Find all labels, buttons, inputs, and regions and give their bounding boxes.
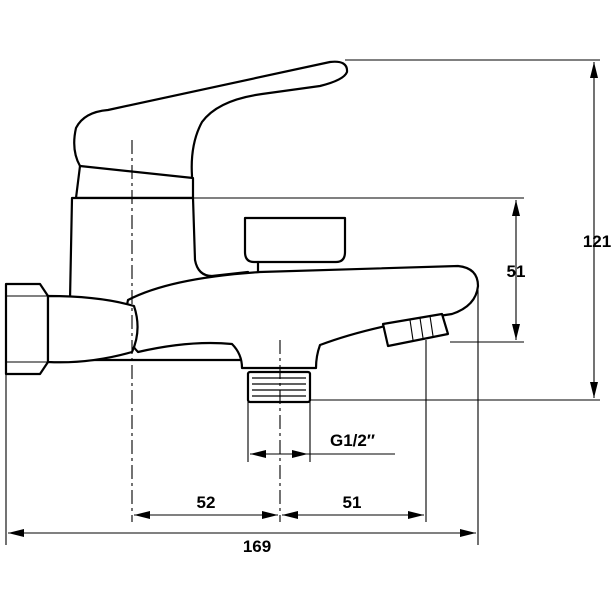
dim-thread-label: G1/2″ — [330, 431, 375, 450]
diverter-knob — [243, 216, 347, 264]
dim-left-offset: 52 — [134, 493, 278, 519]
dim-left-offset-label: 52 — [197, 493, 216, 512]
dim-overall-height: 121 — [583, 62, 611, 398]
dim-right-offset: 51 — [282, 493, 424, 519]
inlet-hex-nut — [4, 282, 50, 376]
faucet-outline — [4, 60, 480, 404]
centerlines — [131, 140, 281, 522]
dim-overall-length: 169 — [8, 529, 476, 556]
dim-overall-height-label: 121 — [583, 232, 611, 251]
dim-body-height-label: 51 — [507, 262, 526, 281]
extension-lines — [5, 59, 600, 545]
outlet-threaded-connector — [246, 370, 312, 404]
aerator-outlet — [381, 312, 450, 348]
dim-overall-length-label: 169 — [243, 537, 271, 556]
inlet-neck — [46, 294, 139, 364]
dim-right-offset-label: 51 — [343, 493, 362, 512]
dim-body-height: 51 — [507, 200, 526, 340]
dim-thread: G1/2″ — [250, 431, 395, 458]
spout — [124, 264, 480, 370]
